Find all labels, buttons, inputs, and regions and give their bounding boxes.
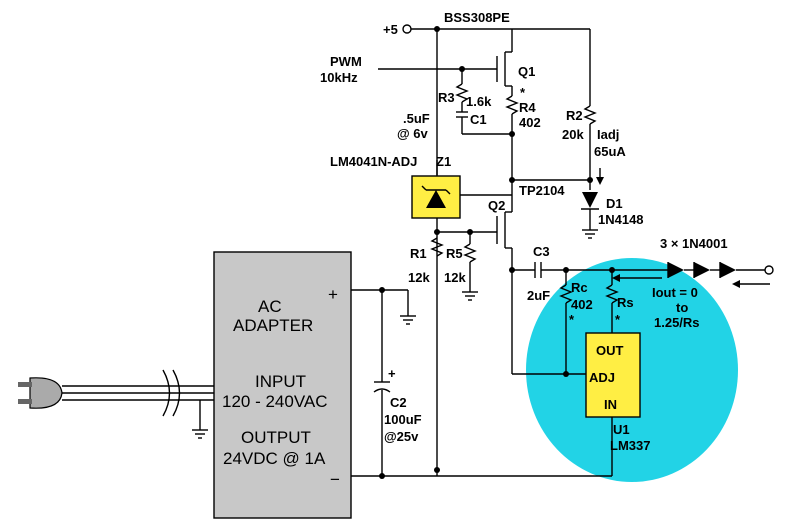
- r1-value: 12k: [408, 270, 430, 285]
- r3-value: 1.6k: [466, 94, 492, 109]
- wires: [18, 24, 774, 479]
- pwm-label: PWM: [330, 54, 362, 69]
- iadj-label: Iadj: [597, 127, 619, 142]
- iout-label-2: to: [676, 300, 688, 315]
- c3-value: 2uF: [527, 288, 550, 303]
- bss308pe-label: BSS308PE: [444, 10, 510, 25]
- rs-star: *: [615, 312, 621, 327]
- r1-label: R1: [410, 246, 427, 261]
- adapter-input-value: 120 - 240VAC: [222, 392, 328, 411]
- rs-label: Rs: [617, 295, 634, 310]
- adapter-title-1: AC: [258, 297, 282, 316]
- pwm-freq-label: 10kHz: [320, 70, 358, 85]
- rc-star: *: [569, 312, 575, 327]
- q2-label: Q2: [488, 198, 505, 213]
- r5-value: 12k: [444, 270, 466, 285]
- r2-value: 20k: [562, 127, 584, 142]
- r3-label: R3: [438, 90, 455, 105]
- iout-label-3: 1.25/Rs: [654, 315, 700, 330]
- u1-label: U1: [613, 422, 630, 437]
- c2-voltage: @25v: [384, 429, 419, 444]
- lm337-out-pin: OUT: [596, 343, 624, 358]
- c2-label: C2: [390, 395, 407, 410]
- diodes-label: 3 × 1N4001: [660, 236, 728, 251]
- iout-label-1: Iout = 0: [652, 285, 698, 300]
- lm337-in-pin: IN: [604, 397, 617, 412]
- c3-label: C3: [533, 244, 550, 259]
- c2-value: 100uF: [384, 412, 422, 427]
- r2-label: R2: [566, 108, 583, 123]
- tp2104-label: TP2104: [519, 183, 565, 198]
- lm4041-label: LM4041N-ADJ: [330, 154, 417, 169]
- adapter-minus: −: [330, 470, 340, 489]
- d1-label: D1: [606, 196, 623, 211]
- cap-voltage-label: @ 6v: [397, 126, 429, 141]
- adapter-output-value: 24VDC @ 1A: [223, 449, 326, 468]
- c2-plus: +: [388, 366, 396, 381]
- r4-value: 402: [519, 115, 541, 130]
- rc-value: 402: [571, 297, 593, 312]
- adapter-title-2: ADAPTER: [233, 316, 313, 335]
- d1-part-label: 1N4148: [598, 212, 644, 227]
- iadj-value: 65uA: [594, 144, 626, 159]
- rc-label: Rc: [571, 280, 588, 295]
- cap-value-label: .5uF: [403, 111, 430, 126]
- adapter-input-label: INPUT: [255, 372, 306, 391]
- lm337-ic: [585, 332, 641, 418]
- c1-label: C1: [470, 112, 487, 127]
- v5-label: +5: [383, 22, 398, 37]
- lm337-adj-pin: ADJ: [589, 370, 615, 385]
- r4-label: R4: [519, 100, 536, 115]
- q1-star: *: [520, 85, 526, 100]
- adapter-output-label: OUTPUT: [241, 428, 311, 447]
- lm337-label: LM337: [610, 438, 650, 453]
- z1-label: Z1: [436, 154, 451, 169]
- ac-adapter-box: [213, 251, 352, 519]
- q1-label: Q1: [518, 64, 535, 79]
- r5-label: R5: [446, 246, 463, 261]
- adapter-plus: +: [328, 285, 338, 304]
